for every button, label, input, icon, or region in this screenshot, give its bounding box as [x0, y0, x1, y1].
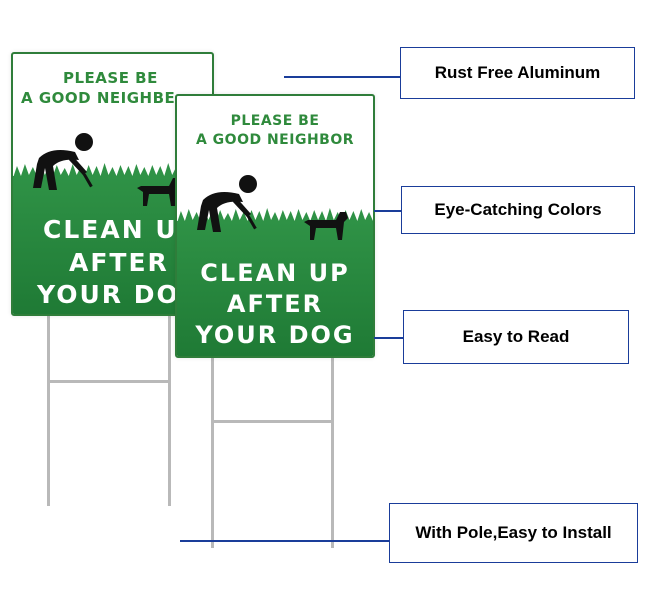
- back-bottom-line-2: AFTER: [69, 247, 169, 277]
- person-bending-icon: [197, 175, 257, 232]
- person-bending-icon: [33, 133, 93, 190]
- grass-icon: [177, 208, 373, 223]
- front-bottom-line-2: AFTER: [226, 290, 324, 319]
- callout-eye-catching: Eye-Catching Colors: [401, 186, 635, 234]
- back-sign-bottom-text: CLEAN UP AFTER YOUR DOG: [13, 214, 212, 312]
- dog-icon: [304, 212, 348, 240]
- front-bottom-line-1: CLEAN UP: [200, 259, 350, 287]
- back-bottom-line-3: YOUR DOG: [37, 280, 203, 309]
- leader-line-rust-free: [284, 76, 401, 78]
- front-top-line-1: PLEASE BE: [230, 113, 320, 129]
- dog-icon: [137, 178, 181, 206]
- front-stake-right: [331, 358, 334, 548]
- grass-icon: [13, 163, 212, 178]
- callout-easy-read-label: Easy to Read: [462, 327, 570, 346]
- front-grass: [177, 208, 373, 356]
- leader-line-easy-read: [374, 337, 404, 339]
- front-sign-top-text: PLEASE BE A GOOD NEIGHBOR: [177, 112, 373, 150]
- back-bottom-line-1: CLEAN UP: [43, 215, 198, 244]
- front-stake-crossbar: [211, 420, 334, 423]
- callout-rust-free: Rust Free Aluminum: [400, 47, 635, 99]
- callout-with-pole-label: With Pole,Easy to Install: [415, 523, 612, 542]
- back-stake-right: [168, 316, 171, 506]
- front-sign-bottom-text: CLEAN UP AFTER YOUR DOG: [177, 258, 373, 352]
- back-stake-crossbar: [47, 380, 171, 383]
- leader-line-with-pole: [180, 540, 390, 542]
- back-sign-top-text: PLEASE BE A GOOD NEIGHBE: [13, 68, 212, 109]
- leader-line-eye-catching: [374, 210, 402, 212]
- back-stake-left: [47, 316, 50, 506]
- callout-easy-read: Easy to Read: [403, 310, 629, 364]
- back-top-line-1: PLEASE BE: [63, 69, 158, 87]
- back-top-line-2: A GOOD NEIGHBE: [21, 89, 176, 108]
- callout-with-pole: With Pole,Easy to Install: [389, 503, 638, 563]
- front-stake-left: [211, 358, 214, 548]
- callout-rust-free-label: Rust Free Aluminum: [434, 63, 601, 82]
- front-bottom-line-3: YOUR DOG: [195, 321, 355, 350]
- callout-eye-catching-label: Eye-Catching Colors: [434, 200, 602, 219]
- front-top-line-2: A GOOD NEIGHBOR: [195, 131, 355, 148]
- front-sign: PLEASE BE A GOOD NEIGHBOR CLEAN UP AFTER…: [175, 94, 375, 358]
